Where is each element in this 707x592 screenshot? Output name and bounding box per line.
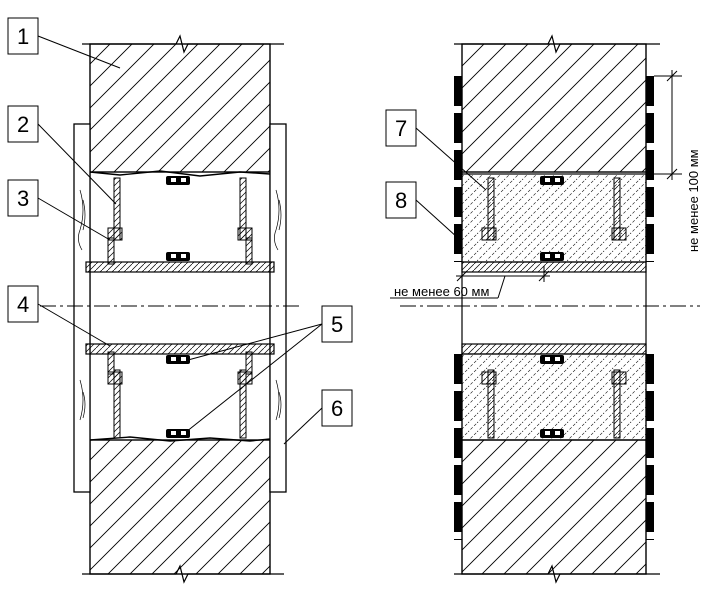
right-section-view: не менее 100 мм не менее 60 мм — [390, 34, 701, 584]
wall-lower-left — [89, 439, 271, 575]
callout-box-5 — [321, 305, 353, 343]
pipe-wall-bottom — [85, 343, 275, 355]
dimension-100-label: не менее 100 мм — [686, 149, 701, 252]
break-mark — [82, 34, 284, 54]
callout-box-1 — [7, 17, 39, 55]
callout-box-8 — [385, 181, 417, 219]
break-mark — [82, 564, 284, 584]
dimension-100 — [654, 70, 682, 180]
callout-6: 6 — [331, 396, 343, 421]
callout-7: 7 — [395, 116, 407, 141]
callout-5: 5 — [331, 312, 343, 337]
wall-upper-left — [89, 43, 271, 173]
callout-4: 4 — [17, 292, 29, 317]
callout-box-7 — [385, 109, 417, 147]
callout-box-2 — [7, 105, 39, 143]
wooden-board-left — [73, 123, 91, 493]
callouts — [7, 17, 487, 445]
callout-box-6 — [321, 389, 353, 427]
wall-upper-right — [461, 43, 647, 173]
callout-1: 1 — [17, 24, 29, 49]
dimension-60 — [390, 266, 550, 299]
callout-2: 2 — [17, 112, 29, 137]
break-mark — [454, 564, 660, 584]
dimension-60-label: не менее 60 мм — [394, 284, 489, 299]
callout-3: 3 — [17, 186, 29, 211]
break-mark — [454, 34, 660, 54]
left-section-view — [40, 34, 300, 584]
wall-lower-right — [461, 439, 647, 575]
wooden-board-right — [269, 123, 287, 493]
pipe-wall-top — [85, 261, 275, 273]
intumescent-inserts — [166, 176, 190, 438]
callout-8: 8 — [395, 188, 407, 213]
